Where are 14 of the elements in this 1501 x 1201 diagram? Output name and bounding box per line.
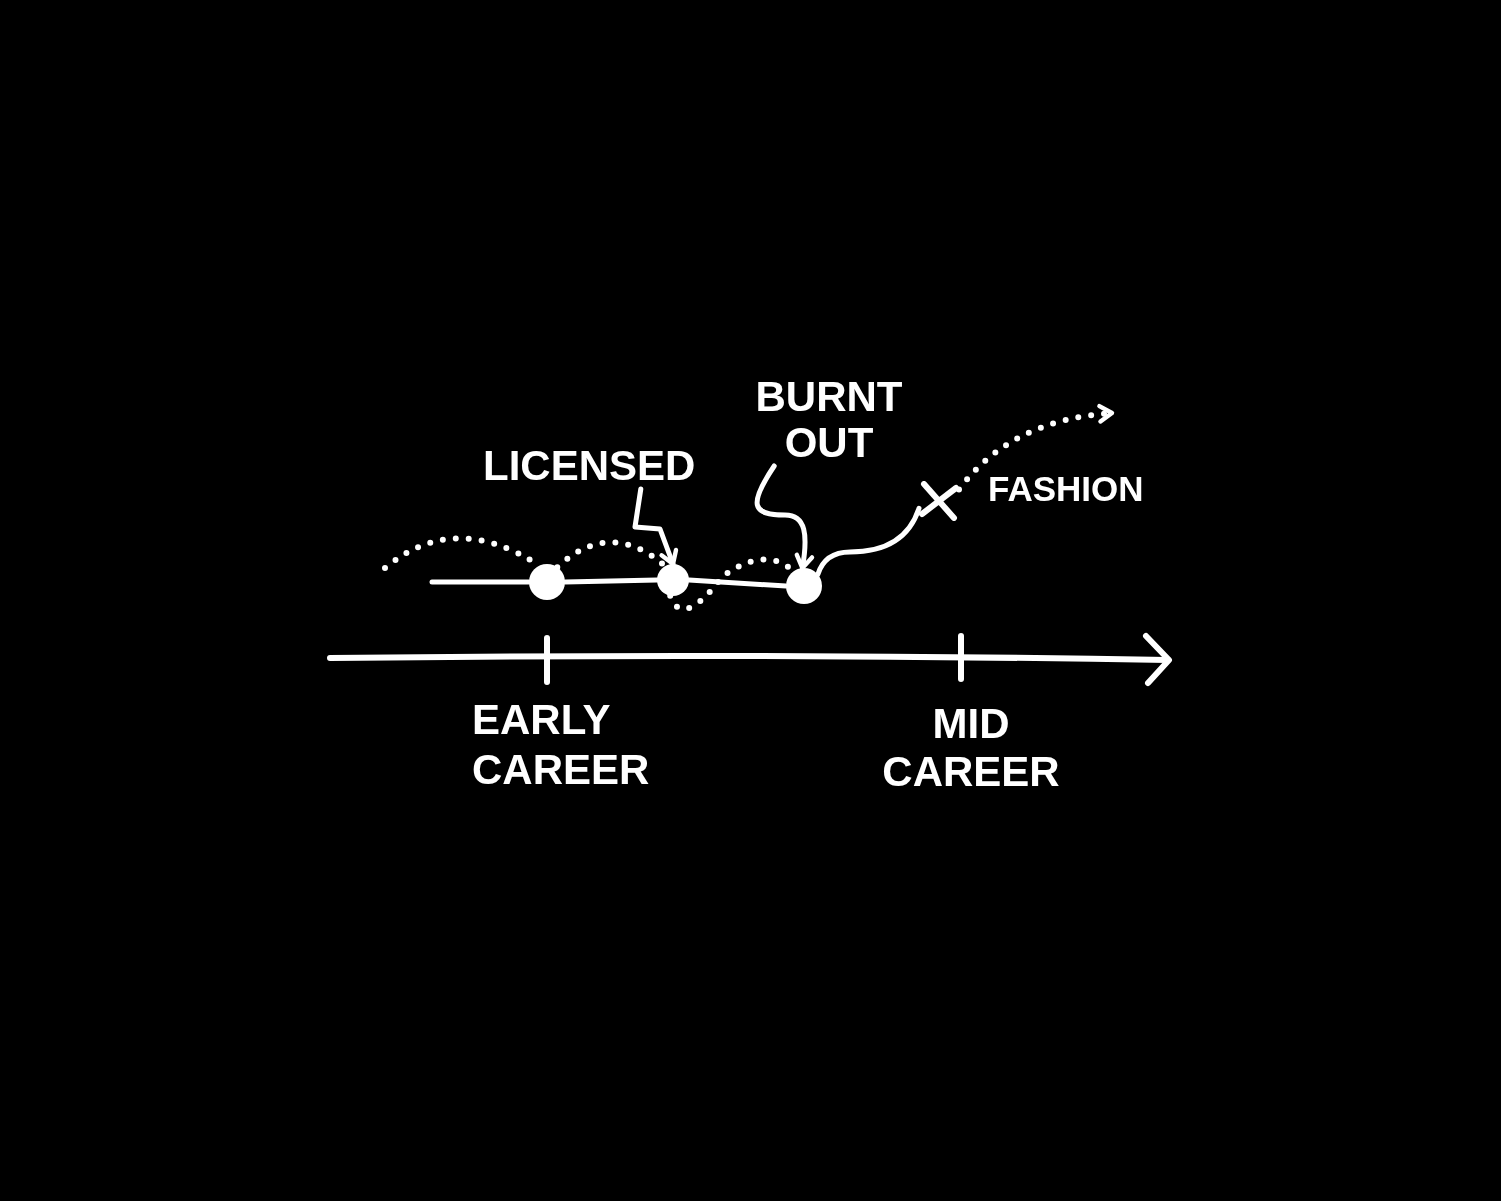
- dot-icon: [529, 564, 565, 600]
- dot-icon: [786, 568, 822, 604]
- leader-arrow: [632, 486, 679, 567]
- dotted-line: [554, 539, 668, 571]
- solid-line: [815, 505, 922, 577]
- annotation-label: FASHION: [988, 469, 1144, 509]
- dotted-arrow: [956, 404, 1115, 493]
- axis-label: EARLY CAREER: [472, 695, 651, 795]
- cross-mark-icon: [919, 481, 959, 521]
- callout-label: LICENSED: [483, 443, 696, 489]
- axis-label: MID CAREER: [881, 700, 1061, 796]
- callout-label: BURNT OUT: [749, 374, 909, 466]
- dot-icon: [657, 564, 689, 596]
- leader-arrow: [754, 463, 815, 571]
